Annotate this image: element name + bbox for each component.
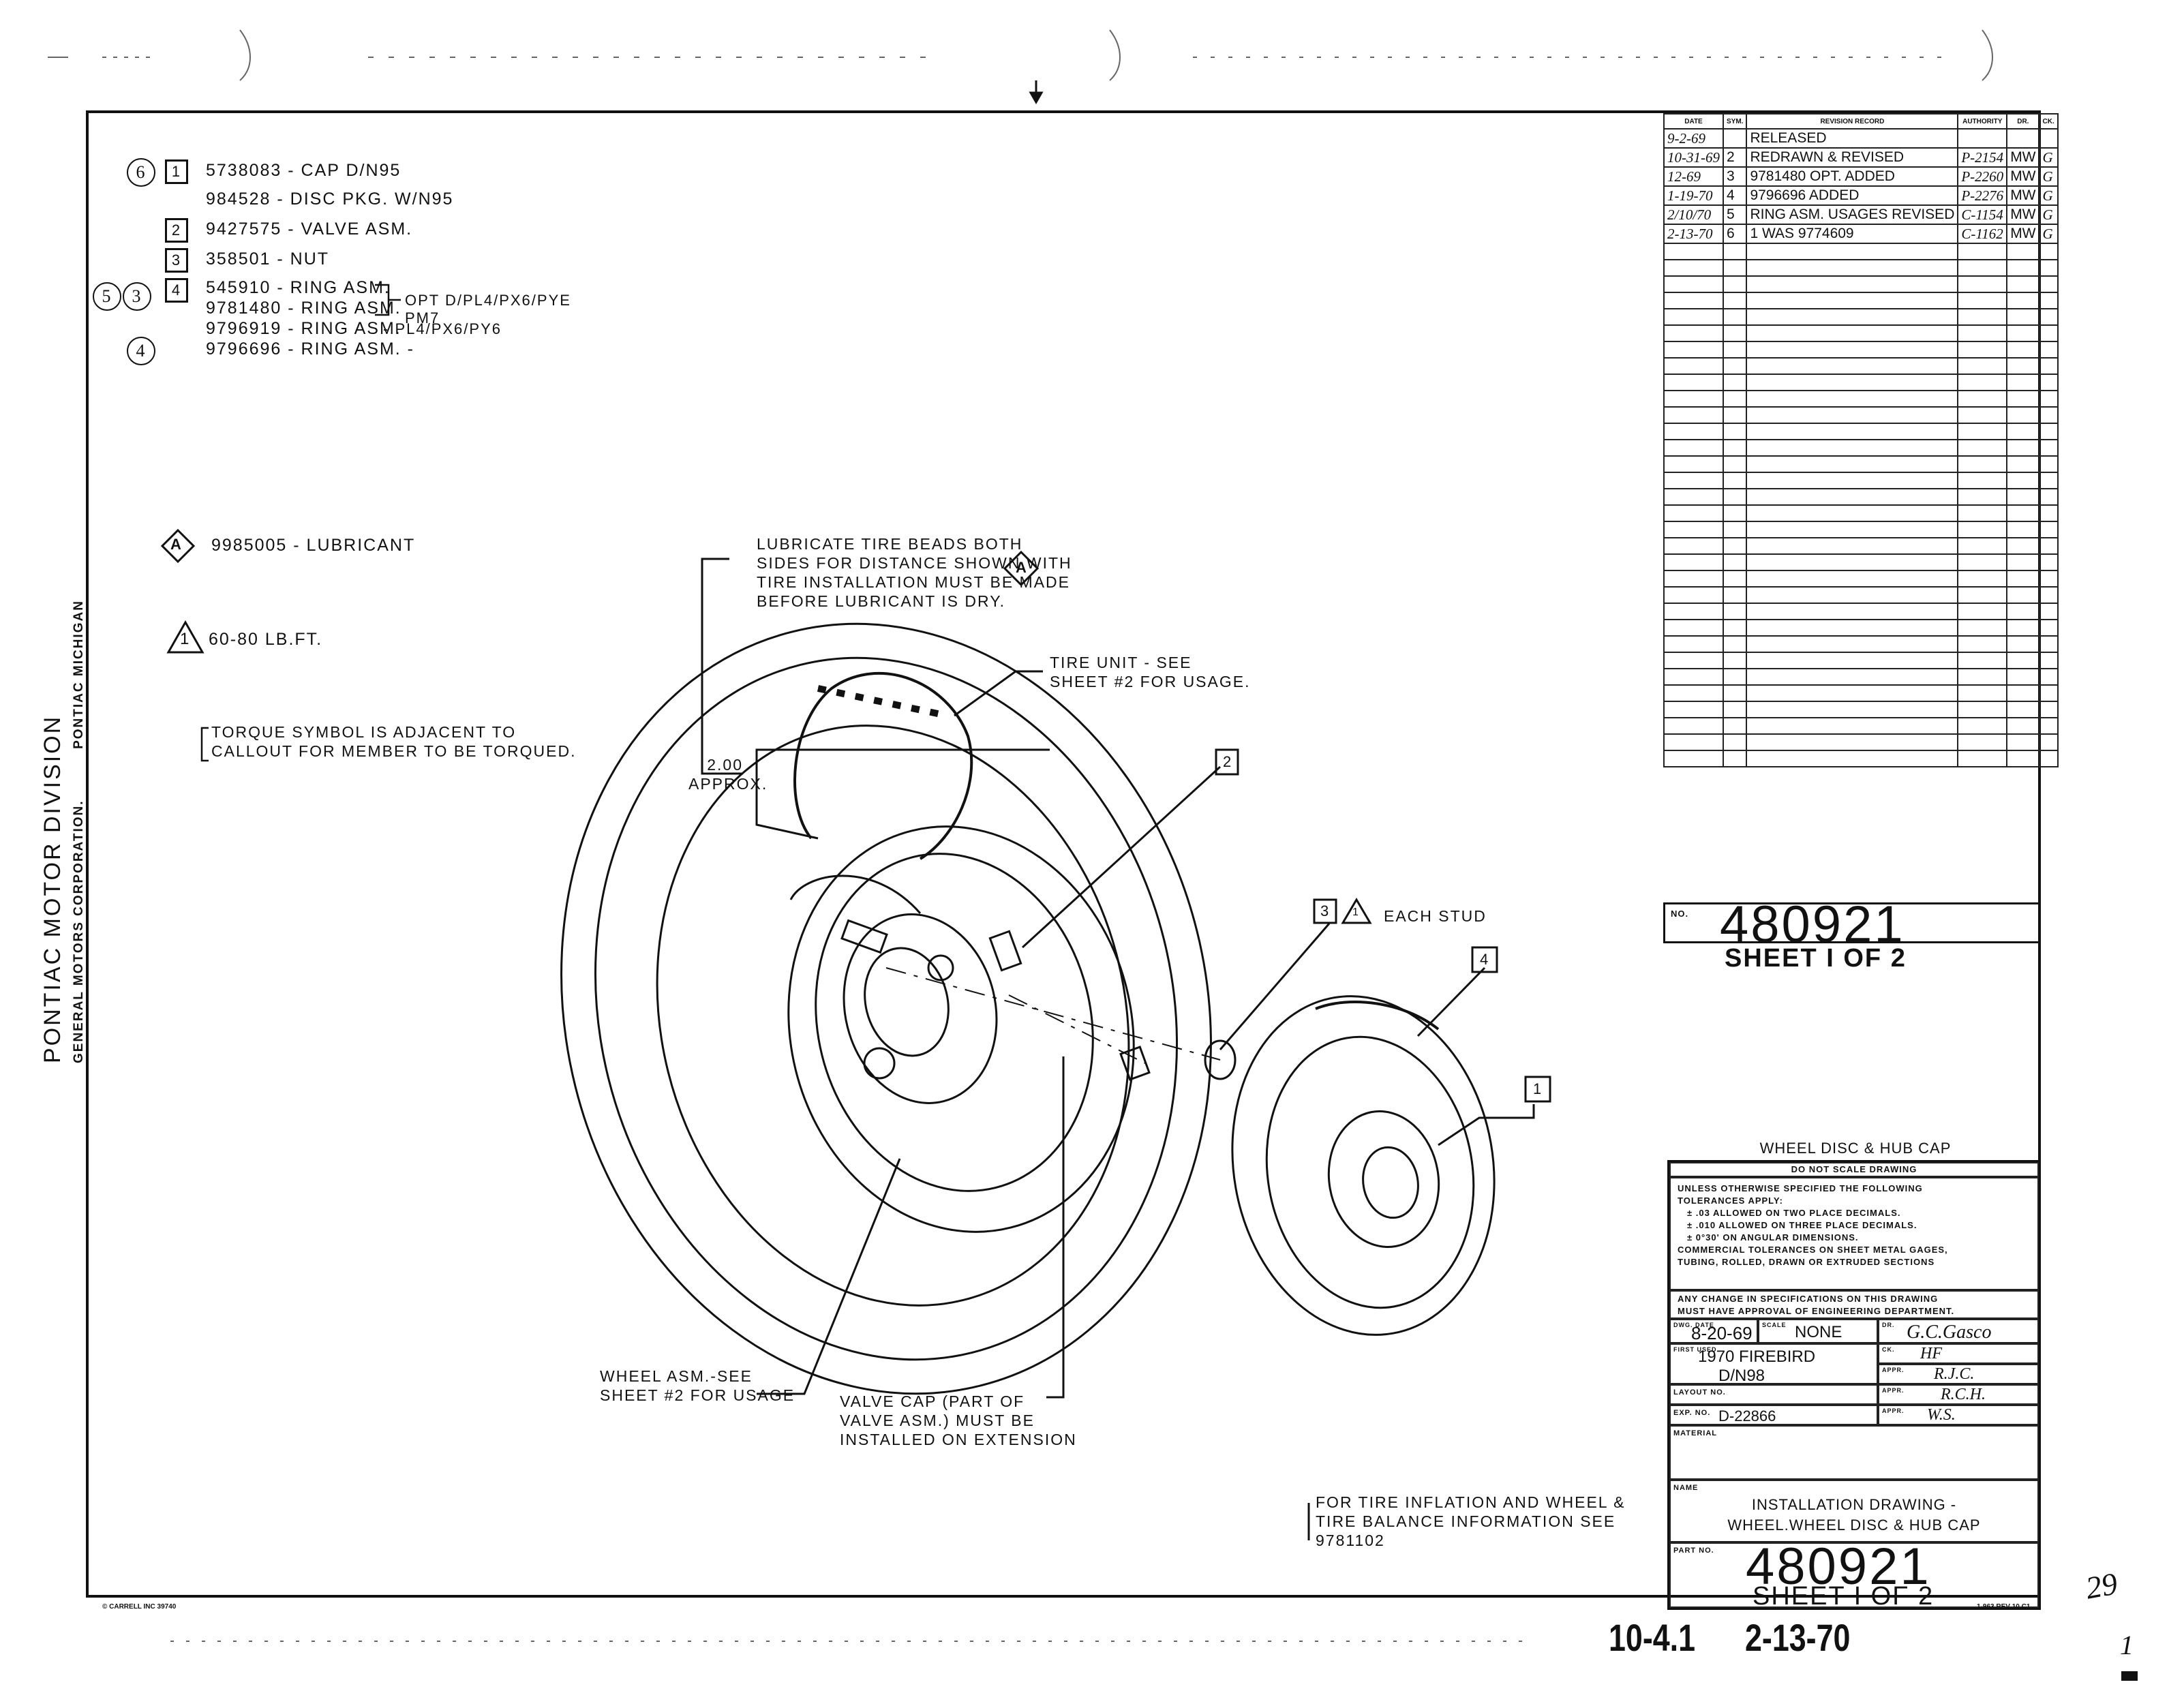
revision-row-blank [1663, 423, 2059, 440]
revision-row-blank [1663, 635, 2059, 653]
box-1: 1 [165, 159, 188, 184]
revision-row-blank [1663, 390, 2059, 408]
revision-table: DATE SYM. REVISION RECORD AUTHORITY DR. … [1663, 113, 2059, 767]
revision-row-blank [1663, 652, 2059, 669]
drawing-number-top: 480921 [1720, 896, 1905, 954]
opt-note: OPT D/PL4/PX6/PYE PM7 [405, 292, 571, 326]
revision-row-blank [1663, 586, 2059, 604]
revision-row-blank [1663, 488, 2059, 506]
file-code: 10-4.1 [1609, 1616, 1696, 1659]
footer-date: 2-13-70 [1745, 1616, 1851, 1659]
part-row-2: 984528 - DISC PKG. W/N95 [206, 189, 454, 209]
revision-row-blank [1663, 439, 2059, 457]
part-row-5: 545910 - RING ASM. [206, 278, 391, 297]
box-4: 4 [165, 278, 188, 303]
revision-row-blank [1663, 406, 2059, 424]
revision-row-blank [1663, 619, 2059, 637]
revision-row-blank [1663, 357, 2059, 375]
box-3: 3 [165, 248, 188, 273]
revision-row-blank [1663, 570, 2059, 588]
revision-row-blank [1663, 243, 2059, 260]
callout-box-3: 3 [1320, 902, 1329, 919]
part-row-4: 358501 - NUT [206, 249, 330, 269]
part-row-8: 9796696 - RING ASM. - [206, 339, 415, 359]
lubricant-diamond-icon [161, 529, 195, 563]
opt-bracket [375, 284, 401, 316]
corner-mark [2121, 1671, 2138, 1681]
title-heading: WHEEL DISC & HUB CAP [1759, 1140, 1952, 1157]
revision-row-blank [1663, 521, 2059, 538]
wheel-disc [1231, 995, 1496, 1336]
callout-box-4: 4 [1480, 951, 1489, 968]
each-stud-label: EACH STUD [1384, 907, 1487, 925]
torque-legend: 60-80 LB.FT. [209, 630, 323, 649]
torque-triangle-icon [166, 620, 204, 654]
revision-row-blank [1663, 292, 2059, 309]
revision-row-blank [1663, 553, 2059, 571]
revision-row-blank [1663, 701, 2059, 718]
circle-6: 6 [127, 158, 155, 187]
part-number: 480921 [1746, 1538, 1931, 1596]
box-2: 2 [165, 218, 188, 243]
revision-row-blank [1663, 504, 2059, 522]
torque-note-bracket [200, 727, 209, 762]
corner-number-2: 1 [2120, 1630, 2134, 1660]
sheet-bottom: SHEET I OF 2 [1753, 1582, 1935, 1611]
circle-3: 3 [123, 282, 151, 311]
part-row-7: 9796919 - RING ASM. [206, 319, 401, 338]
revision-row-blank [1663, 668, 2059, 686]
revision-row-blank [1663, 733, 2059, 751]
sheet-top: SHEET I OF 2 [1725, 944, 1907, 973]
lubricant-symbol: A [170, 536, 181, 553]
revision-row-blank [1663, 537, 2059, 555]
revision-row-blank [1663, 603, 2059, 620]
pl4-note: - PL4/PX6/PY6 [383, 320, 502, 337]
revision-row-blank [1663, 455, 2059, 473]
revision-row-blank [1663, 717, 2059, 735]
wheel-rim [787, 825, 1135, 1233]
revision-row-blank [1663, 341, 2059, 359]
print-code-left: © CARRELL INC 39740 [102, 1603, 177, 1611]
revision-row-blank [1663, 324, 2059, 342]
callout-box-1: 1 [1533, 1080, 1542, 1097]
revision-row-blank [1663, 472, 2059, 489]
revision-row-blank [1663, 259, 2059, 277]
part-row-1: 5738083 - CAP D/N95 [206, 161, 401, 180]
print-code-right: 1-963 REV 10 C1 [1977, 1603, 2031, 1611]
revision-row-blank [1663, 750, 2059, 767]
tire-outline [560, 622, 1212, 1395]
valve-cap-callout: VALVE CAP (PART OF VALVE ASM.) MUST BE I… [840, 1392, 1077, 1448]
revision-row-blank [1663, 308, 2059, 326]
tire-unit-callout: TIRE UNIT - SEE SHEET #2 FOR USAGE. [1050, 654, 1251, 690]
title-block: DO NOT SCALE DRAWING UNLESS OTHERWISE SP… [1667, 1160, 2041, 1611]
part-row-3: 9427575 - VALVE ASM. [206, 219, 413, 239]
lubricate-callout: LUBRICATE TIRE BEADS BOTH SIDES FOR DIST… [757, 535, 1072, 610]
torque-note: TORQUE SYMBOL IS ADJACENT TO CALLOUT FOR… [211, 723, 577, 760]
wheel-asm-callout: WHEEL ASM.-SEE SHEET #2 FOR USAGE [600, 1367, 795, 1404]
revision-number-box: NO. 480921 [1663, 896, 2041, 954]
callout-box-2: 2 [1223, 753, 1232, 770]
revision-row-blank [1663, 374, 2059, 391]
circle-5: 5 [93, 282, 121, 311]
circle-4: 4 [127, 337, 155, 365]
tire-inflation-callout: FOR TIRE INFLATION AND WHEEL & TIRE BALA… [1316, 1493, 1626, 1549]
revision-row-blank [1663, 275, 2059, 293]
revision-row-blank [1663, 684, 2059, 702]
callout-tri-1: 1 [1352, 907, 1359, 918]
lubricant-legend: 9985005 - LUBRICANT [211, 536, 416, 555]
hub-cap [1327, 1110, 1440, 1248]
drawing-border [86, 110, 2041, 1598]
torque-symbol: 1 [180, 630, 189, 648]
lubricate-symbol: A [1016, 559, 1027, 576]
